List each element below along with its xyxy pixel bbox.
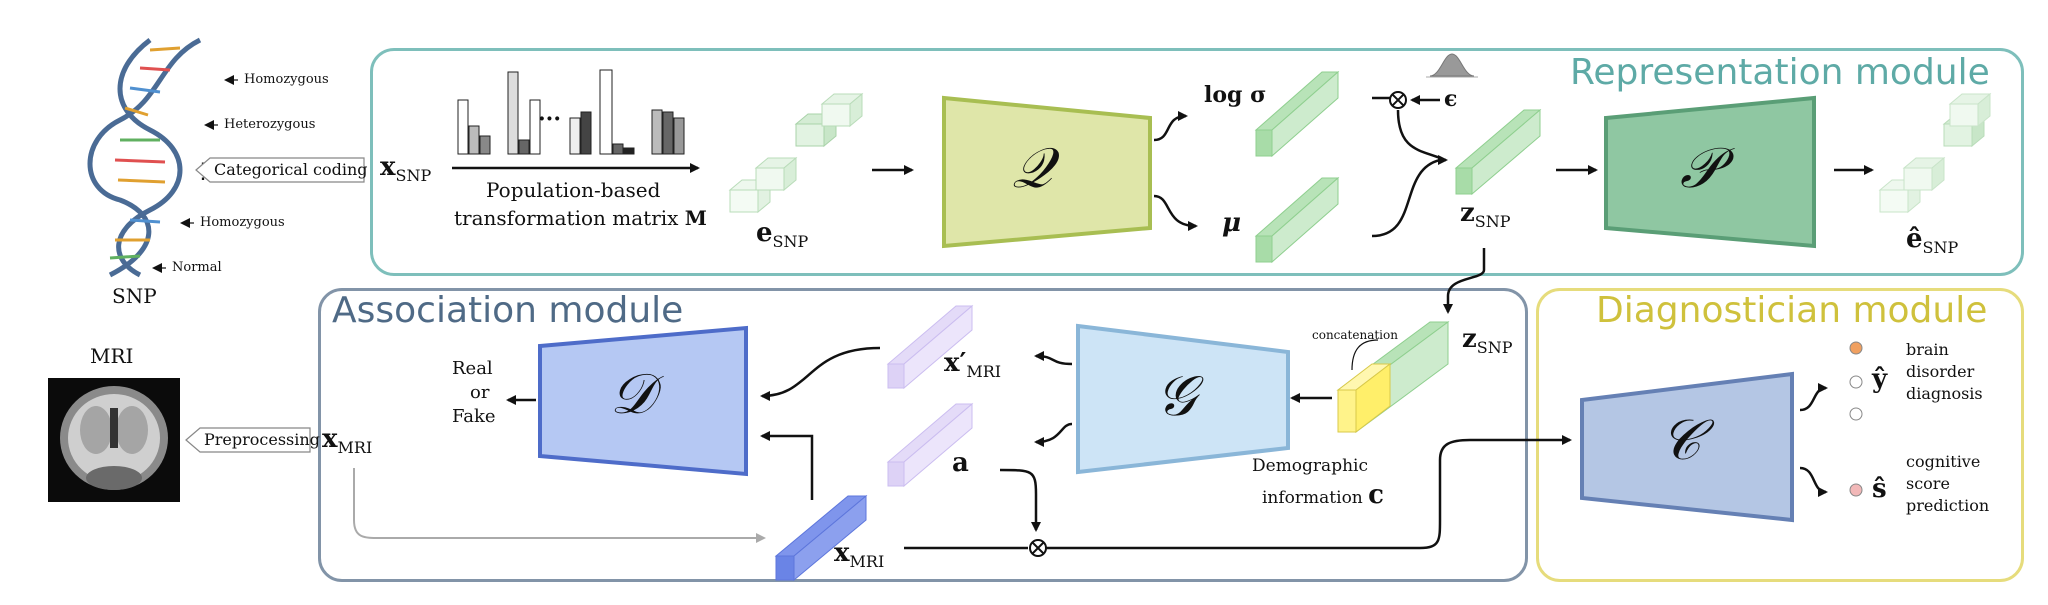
gaussian-noise-icon bbox=[1429, 53, 1475, 77]
z-snp-label-bottom: zSNP bbox=[1462, 324, 1513, 358]
categorical-coding-tag-shape bbox=[195, 157, 365, 183]
cog-text-3: prediction bbox=[1906, 496, 1990, 515]
e-snp-embedding-stack bbox=[728, 92, 864, 214]
log-sigma-vector bbox=[1254, 70, 1340, 158]
x-prime-mri-label: x′MRI bbox=[944, 348, 1002, 382]
mri-brain-image bbox=[48, 378, 180, 502]
output-class-dot-3 bbox=[1849, 407, 1863, 421]
output-class-dot-2 bbox=[1849, 375, 1863, 389]
epsilon-label: ϵ bbox=[1444, 86, 1458, 112]
diag-text-3: diagnosis bbox=[1906, 384, 1983, 403]
cog-text-1: cognitive bbox=[1906, 452, 1981, 471]
fake-label: Fake bbox=[452, 406, 496, 427]
decoder-p-symbol: 𝒫 bbox=[1680, 136, 1721, 201]
log-sigma-label: log σ bbox=[1204, 82, 1267, 108]
snp-annotation-4: Normal bbox=[172, 260, 222, 275]
y-hat-label: ŷ bbox=[1872, 364, 1888, 394]
generator-g-symbol: 𝒢 bbox=[1156, 364, 1196, 429]
z-snp-vector bbox=[1454, 108, 1542, 196]
classifier-c-block bbox=[1580, 371, 1794, 523]
snp-annotation-1: Homozygous bbox=[244, 72, 329, 87]
snp-annotation-2: Heterozygous bbox=[224, 117, 316, 132]
diag-text-2: disorder bbox=[1906, 362, 1975, 381]
association-module-box bbox=[318, 288, 1528, 582]
population-dots: ··· bbox=[538, 106, 561, 132]
population-bars-chart bbox=[457, 69, 685, 155]
demographic-line-2: information c bbox=[1262, 480, 1384, 510]
z-snp-label-top: zSNP bbox=[1460, 198, 1511, 232]
real-label: Real bbox=[452, 358, 493, 379]
representation-module-box bbox=[370, 48, 2024, 276]
x-mri-label-bottom: xMRI bbox=[834, 538, 885, 572]
mu-vector bbox=[1254, 176, 1340, 264]
transform-line-2: transformation matrix M bbox=[454, 206, 707, 230]
x-mri-label-input: xMRI bbox=[322, 424, 373, 458]
e-hat-snp-stack bbox=[1878, 92, 1992, 214]
preprocessing-label: Preprocessing bbox=[204, 430, 320, 449]
output-class-dot-1 bbox=[1849, 341, 1863, 355]
transform-line-1: Population-based bbox=[486, 178, 661, 202]
e-snp-label: eSNP bbox=[756, 218, 809, 252]
score-dot bbox=[1849, 483, 1863, 497]
x-snp-label: xSNP bbox=[380, 152, 432, 186]
encoder-q-block bbox=[942, 95, 1152, 249]
snp-caption: SNP bbox=[112, 284, 157, 308]
concat-z-c-vector bbox=[1336, 321, 1450, 434]
discriminator-d-block bbox=[538, 325, 748, 477]
mri-caption: MRI bbox=[90, 344, 134, 368]
preprocessing-tag-shape bbox=[185, 427, 311, 453]
x-prime-mri-vector bbox=[886, 304, 974, 390]
mu-label: μ bbox=[1222, 208, 1242, 238]
dna-helix-icon bbox=[87, 37, 202, 278]
diagnostician-module-box bbox=[1536, 288, 2024, 582]
categorical-coding-label: Categorical coding bbox=[214, 160, 368, 179]
demographic-line-1: Demographic bbox=[1252, 456, 1368, 476]
classifier-c-symbol: 𝒞 bbox=[1660, 408, 1701, 473]
decoder-p-block bbox=[1604, 95, 1816, 249]
representation-module-title: Representation module bbox=[1570, 52, 1990, 93]
diagnostician-module-title: Diagnostician module bbox=[1596, 290, 1988, 331]
s-hat-label: ŝ bbox=[1872, 474, 1887, 504]
or-label: or bbox=[470, 382, 490, 403]
concatenation-label: concatenation bbox=[1312, 328, 1398, 342]
a-label: a bbox=[952, 448, 969, 478]
e-hat-snp-label: êSNP bbox=[1906, 224, 1959, 258]
diag-text-1: brain bbox=[1906, 340, 1949, 359]
generator-g-block bbox=[1076, 323, 1290, 475]
snp-annotation-3: Homozygous bbox=[200, 215, 285, 230]
discriminator-d-symbol: 𝒟 bbox=[610, 362, 655, 427]
cog-text-2: score bbox=[1906, 474, 1950, 493]
x-mri-feature-vector bbox=[774, 494, 868, 582]
encoder-q-symbol: 𝒬 bbox=[1012, 136, 1053, 201]
association-module-title: Association module bbox=[332, 290, 684, 331]
a-attention-vector bbox=[886, 402, 974, 488]
